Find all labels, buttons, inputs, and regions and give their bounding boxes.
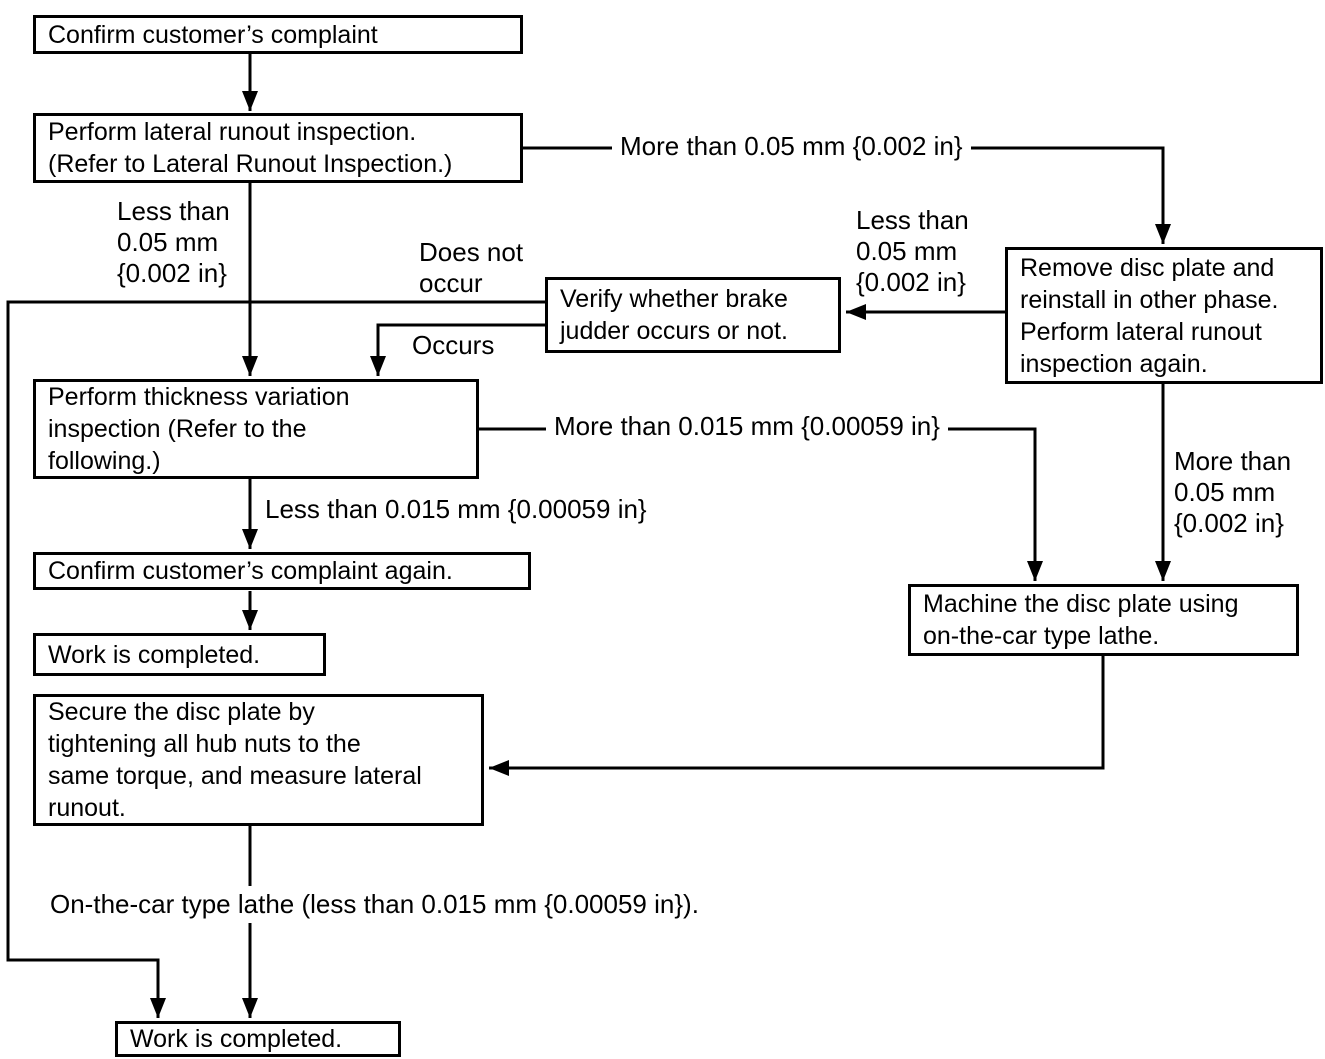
arrow-verify-to-thickness bbox=[370, 323, 545, 376]
label-more-than-005mm-top: More than 0.05 mm {0.002 in} bbox=[612, 128, 971, 165]
node-thickness-variation: Perform thickness variation inspection (… bbox=[33, 379, 479, 479]
arrow-machine-to-secure bbox=[489, 656, 1105, 776]
node-secure-disc-plate: Secure the disc plate by tightening all … bbox=[33, 694, 484, 826]
node-work-completed-2: Work is completed. bbox=[115, 1021, 401, 1057]
label-occurs: Occurs bbox=[412, 330, 495, 360]
node-confirm-complaint: Confirm customer’s complaint bbox=[33, 15, 523, 54]
label-on-the-car-lathe-note: On-the-car type lathe (less than 0.015 m… bbox=[42, 886, 707, 923]
label-more-than-0015mm: More than 0.015 mm {0.00059 in} bbox=[546, 408, 948, 445]
label-does-not-occur: Does not occur bbox=[419, 237, 524, 298]
label-less-than-005mm-right: Less than 0.05 mm {0.002 in} bbox=[856, 205, 969, 297]
node-lateral-runout-inspection: Perform lateral runout inspection. (Refe… bbox=[33, 113, 523, 183]
node-remove-disc-plate: Remove disc plate and reinstall in other… bbox=[1005, 247, 1323, 384]
label-less-than-005mm-left: Less than 0.05 mm {0.002 in} bbox=[117, 196, 230, 288]
node-work-completed-1: Work is completed. bbox=[33, 633, 326, 676]
node-machine-disc-plate: Machine the disc plate using on-the-car … bbox=[908, 584, 1299, 656]
node-confirm-complaint-again: Confirm customer’s complaint again. bbox=[33, 552, 531, 590]
label-less-than-0015mm: Less than 0.015 mm {0.00059 in} bbox=[265, 494, 647, 524]
arrow-verify-to-work2 bbox=[6, 300, 545, 1018]
label-more-than-005mm-right: More than 0.05 mm {0.002 in} bbox=[1174, 446, 1292, 538]
node-verify-brake-judder: Verify whether brake judder occurs or no… bbox=[545, 277, 841, 353]
